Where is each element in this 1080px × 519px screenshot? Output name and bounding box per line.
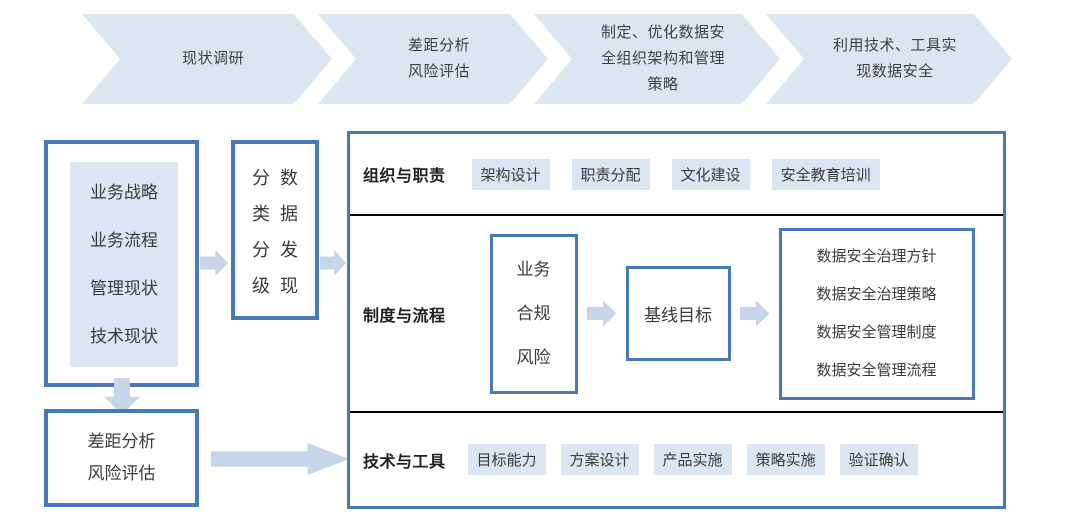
classification-vertical-label: 分 类 分 级 — [252, 160, 270, 304]
risk-box-item-3: 风险 — [516, 347, 551, 367]
classification-char-2: 类 — [252, 204, 270, 224]
panel-row-organization-title: 组织与职责 — [363, 168, 446, 185]
current-state-box[interactable]: 业务战略 业务流程 管理现状 技术现状 — [44, 140, 199, 387]
chevron-step-1[interactable]: 现状调研 — [82, 14, 332, 104]
chip-solution-design[interactable]: 方案设计 — [560, 444, 639, 475]
classification-char-4: 级 — [252, 276, 270, 296]
governance-framework-panel: 组织与职责 架构设计 职责分配 文化建设 安全教育培训 制度与流程 业务 合规 … — [347, 131, 1006, 509]
chevron-step-2[interactable]: 差距分析 风险评估 — [318, 14, 548, 104]
policy-item-4: 数据安全管理流程 — [816, 361, 937, 379]
chip-target-capability[interactable]: 目标能力 — [467, 444, 546, 475]
policy-item-1: 数据安全治理方针 — [816, 247, 937, 265]
chip-security-education-training[interactable]: 安全教育培训 — [771, 158, 880, 190]
current-state-list: 业务战略 业务流程 管理现状 技术现状 — [70, 162, 178, 367]
current-state-item-4: 技术现状 — [90, 326, 158, 346]
risk-box-item-1: 业务 — [516, 259, 551, 279]
policy-item-2: 数据安全治理策略 — [816, 285, 937, 303]
process-chevron-banner: 现状调研 差距分析 风险评估 制定、优化数据安 全组织架构和管理 策略 利用技术… — [0, 0, 1080, 118]
discovery-char-1: 数 — [280, 168, 298, 188]
chip-policy-implementation[interactable]: 策略实施 — [746, 444, 825, 475]
arrow-right-icon — [211, 443, 349, 475]
panel-row-process-title: 制度与流程 — [363, 307, 446, 325]
panel-row-organization-chips: 架构设计 职责分配 文化建设 安全教育培训 — [471, 158, 880, 190]
panel-row-technology-chips: 目标能力 方案设计 产品实施 策略实施 验证确认 — [467, 444, 918, 475]
classification-discovery-box[interactable]: 分 类 分 级 数 据 发 现 — [231, 140, 319, 320]
chip-verification-confirmation[interactable]: 验证确认 — [839, 444, 918, 475]
process-flow-group: 业务 合规 风险 基线目标 数据安全治理方针 数据安全治理策略 数据安全管理制度… — [489, 227, 975, 400]
business-compliance-risk-box[interactable]: 业务 合规 风险 — [489, 233, 578, 394]
panel-row-technology: 技术与工具 目标能力 方案设计 产品实施 策略实施 验证确认 — [350, 413, 1003, 506]
chip-responsibility-allocation[interactable]: 职责分配 — [571, 158, 650, 190]
baseline-target-label: 基线目标 — [644, 306, 713, 325]
baseline-target-box[interactable]: 基线目标 — [625, 266, 731, 361]
discovery-vertical-label: 数 据 发 现 — [280, 160, 298, 304]
discovery-char-4: 现 — [280, 276, 298, 296]
policy-item-3: 数据安全管理制度 — [816, 323, 937, 341]
chevron-step-4[interactable]: 利用技术、工具实 现数据安全 — [766, 14, 1012, 104]
chevron-step-4-label: 利用技术、工具实 现数据安全 — [832, 37, 957, 80]
panel-row-organization: 组织与职责 架构设计 职责分配 文化建设 安全教育培训 — [350, 134, 1003, 216]
discovery-char-2: 据 — [280, 204, 298, 224]
chevron-step-1-label: 现状调研 — [181, 50, 244, 67]
current-state-item-1: 业务战略 — [90, 182, 158, 202]
current-state-item-2: 业务流程 — [90, 230, 158, 250]
arrow-right-icon-baseline-to-policy — [739, 300, 770, 327]
classification-char-1: 分 — [252, 168, 270, 188]
discovery-char-3: 发 — [280, 240, 298, 260]
arrow-right-icon-risk-to-baseline — [586, 300, 617, 327]
classification-char-3: 分 — [252, 240, 270, 260]
panel-row-process: 制度与流程 业务 合规 风险 基线目标 数据安全治理方针 数据安全治理策略 数据… — [350, 216, 1003, 413]
arrow-right-small-icon-2 — [320, 250, 346, 276]
gap-analysis-item-1: 差距分析 — [87, 432, 156, 451]
chip-culture-building[interactable]: 文化建设 — [671, 158, 750, 190]
gap-analysis-item-2: 风险评估 — [87, 464, 156, 483]
gap-analysis-box[interactable]: 差距分析 风险评估 — [44, 409, 199, 507]
chip-product-implementation[interactable]: 产品实施 — [653, 444, 732, 475]
arrow-right-small-icon — [200, 250, 228, 276]
policy-documents-box[interactable]: 数据安全治理方针 数据安全治理策略 数据安全管理制度 数据安全管理流程 — [778, 227, 975, 400]
risk-box-item-2: 合规 — [516, 303, 551, 323]
chip-architecture-design[interactable]: 架构设计 — [471, 158, 550, 190]
chevron-step-3[interactable]: 制定、优化数据安 全组织架构和管理 策略 — [534, 14, 780, 104]
panel-row-technology-title: 技术与工具 — [363, 453, 446, 471]
current-state-item-3: 管理现状 — [90, 278, 158, 298]
chevron-step-2-label: 差距分析 风险评估 — [407, 37, 470, 80]
chevron-step-3-label: 制定、优化数据安 全组织架构和管理 策略 — [600, 24, 725, 93]
